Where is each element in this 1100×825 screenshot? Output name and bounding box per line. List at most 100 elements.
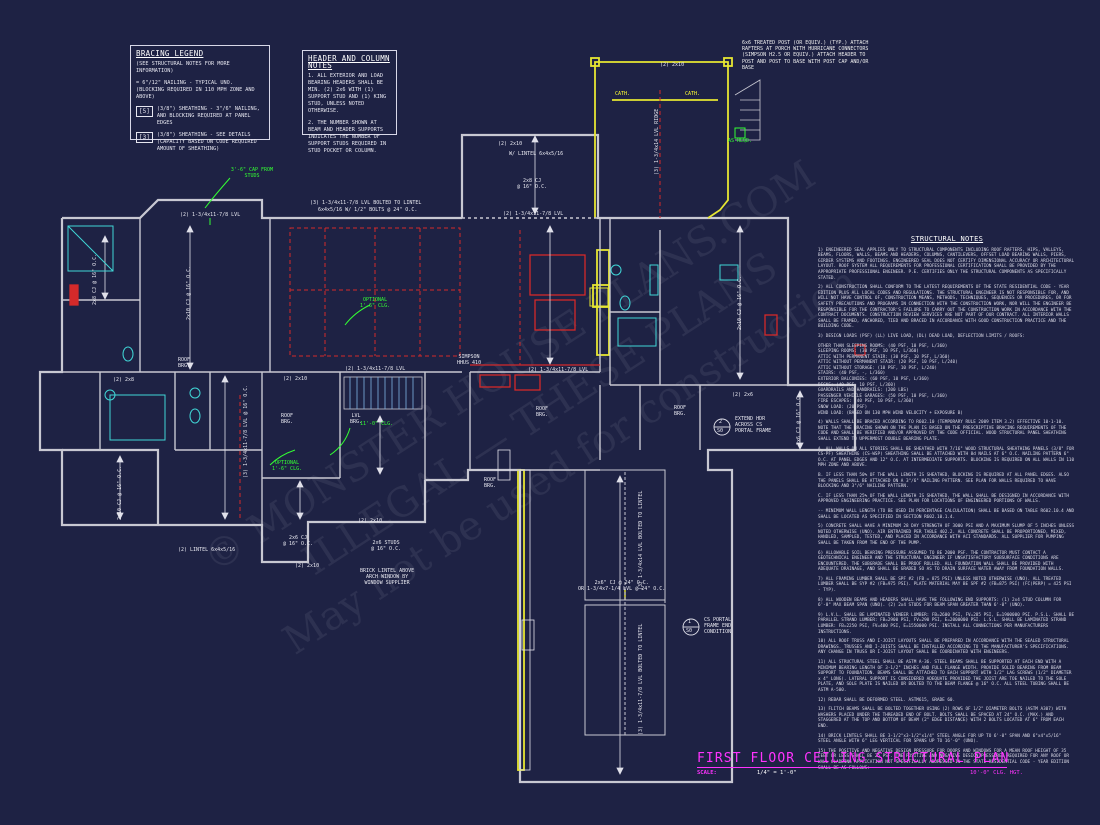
scale-note: SCALE:1/4" = 1'-0" <box>697 770 797 776</box>
structural-note: 9) L.V.L. SHALL BE LAMINATED VENEER LUMB… <box>818 612 1075 635</box>
label-lintel-1: W/ LINTEL 6x4x5/16 <box>509 151 564 157</box>
label-header: (2) 2x10 <box>660 62 685 68</box>
label-brick-note: BRICK LINTEL ABOVE ARCH WINDOW BY WINDOW… <box>360 568 415 586</box>
label-ceiling-joist-garage: 2x6" CJ @ 24" O.C. OR 1-3/4x7-1/4 LVL @ … <box>578 580 666 592</box>
structural-note: A. ALL WALLS ON ALL STORIES SHALL BE SHE… <box>818 446 1075 469</box>
label-header: (2) 2x10 <box>295 563 320 569</box>
label-ceiling-joist-bath: 2x8 CJ @ 16" O.C. <box>92 253 98 305</box>
structural-note: -- MINIMUM WALL LENGTH (TO BE USED IN PE… <box>818 508 1075 520</box>
label-header: (2) 2x10 <box>283 376 308 382</box>
stairs <box>343 376 423 410</box>
label-ceiling-11: 11'-0" CLG. <box>360 421 394 427</box>
header-column-notes: HEADER AND COLUMN NOTES 1. ALL EXTERIOR … <box>302 50 397 154</box>
label-stud-note: 2x6 STUDS @ 16" O.C. <box>371 540 402 552</box>
structural-notes: STRUCTURAL NOTES 1) ENGINEERED SEAL APPL… <box>818 235 1076 775</box>
structural-note: 10) ALL ROOF TRUSS AND I-JOIST LAYOUTS S… <box>818 639 1069 656</box>
porch-post-1 <box>590 57 600 67</box>
bracing-legend-item: [3](3/8") SHEATHING - SEE DETAILS (CAPAC… <box>136 132 264 153</box>
structural-note: 7) ALL FRAMING LUMBER SHALL BE SPF #2 (F… <box>818 576 1072 594</box>
label-roof-brg: ROOF BRG. <box>536 406 549 418</box>
label-cs-portal: CS PORTAL FRAME END CONDITION <box>704 617 732 635</box>
porch-note: 6x6 TREATED POST (OR EQUIV.) (TYP.) ATTA… <box>742 40 869 71</box>
structural-note: 12) REBAR SHALL BE DEFORMED STEEL. ASTM6… <box>818 697 956 703</box>
label-lvl-stair: (2) 1-3/4x11-7/8 LVL <box>345 366 406 372</box>
toilet-1 <box>122 346 134 362</box>
kitchen-island <box>529 254 586 296</box>
optional-leader-1 <box>344 304 371 326</box>
legend-key: [3] <box>136 132 153 143</box>
label-bolts: 6x4x5/16 W/ 1/2" BOLTS @ 24" O.C. <box>318 207 418 213</box>
label-lvl-brg: LVL BRG. <box>350 413 363 425</box>
header-notes-title: HEADER AND COLUMN NOTES <box>308 54 390 70</box>
label-lvl-garage-1: (3) 1-3/4x14 LVL BOLTED TO LINTEL <box>638 490 644 590</box>
label-ceiling-joist: 2x8 CJ @ 16" O.C. <box>517 178 548 190</box>
structural-note-loads: OTHER THAN SLEEPING ROOMS: (40 PSF, 10 P… <box>818 343 963 416</box>
title-underline <box>697 767 1007 768</box>
structural-note: 13) FLITCH BEAMS SHALL BE BOLTED TOGETHE… <box>818 707 1067 729</box>
label-ceiling-joist: 2x6 CJ @ 16" O.C. <box>283 535 314 547</box>
structural-note: 14) BRICK LINTELS SHALL BE 3-1/2"x3-1/2"… <box>818 733 1062 745</box>
sheet-title: FIRST FLOOR CEILING STRUCTURAL PLAN <box>697 751 1010 766</box>
label-cap-note: 3'-6" CAP FROM STUDS <box>230 167 274 179</box>
sink-vanity <box>719 264 739 281</box>
label-lvl-mid-vertical: (3) 1-3/4x11-7/8 LVL @ 16" O.C. <box>243 384 249 478</box>
structural-note: B. IF LESS THAN 50% OF THE WALL LENGTH I… <box>818 472 1069 490</box>
label-lvl-top: (2) 1-3/4x11-7/8 LVL <box>180 212 241 218</box>
bracing-legend-item: [5](3/8") SHEATHING - 3"/6" NAILING, AND… <box>136 106 264 127</box>
label-ceiling-joist-master: 2x10 CJ @ 16" O.C. <box>737 275 743 330</box>
section-bubble-1-number: 2 <box>719 419 723 425</box>
header-note: 1. ALL EXTERIOR AND LOAD BEARING HEADERS… <box>308 73 387 114</box>
section-bubble-1-sheet: S0 <box>717 428 724 434</box>
section-bubble-2-number: 1 <box>688 619 692 625</box>
label-simpson: SIMPSON HHUS 410 <box>457 354 482 366</box>
structural-note: C. IF LESS THAN 25% OF THE WALL LENGTH I… <box>818 493 1069 505</box>
structural-note: 5) CONCRETE SHALL HAVE A MINIMUM 28 DAY … <box>818 524 1075 546</box>
structural-note-pressures: 15) THE POSITIVE AND NEGATIVE DESIGN PRE… <box>818 748 1069 771</box>
porch-outline <box>594 61 729 219</box>
label-lvl-kitchen: (2) 1-3/4x11-7/8 LVL <box>528 367 589 373</box>
structural-note: 8) ALL WOODEN BEAMS AND HEADERS SHALL HA… <box>818 597 1062 609</box>
structural-note: 4) WALLS SHALL BE BRACED ACCORDING TO R6… <box>818 420 1067 442</box>
structural-note: 3) DESIGN LOADS (PSF) (LL) LIVE LOAD, (D… <box>818 333 1025 339</box>
label-header: (2) 2x10 <box>498 141 523 147</box>
bracing-legend-subtitle: (SEE STRUCTURAL NOTES FOR MORE INFORMATI… <box>136 61 230 74</box>
label-ceiling-joist-hall: 2x6 CJ @ 16" O.C. <box>796 393 802 445</box>
structural-note: 2) ALL CONSTRUCTION SHALL CONFORM TO THE… <box>818 285 1072 330</box>
kitchen-counter <box>596 249 610 356</box>
label-lvl-lintel: (3) 1-3/4x11-7/8 LVL BOLTED TO LINTEL <box>310 200 422 206</box>
toilet-3 <box>619 295 631 311</box>
label-roof-brg: ROOF BRG. <box>281 413 294 425</box>
label-lvl-ridge: (3) 1-3/4x14 LVL RIDGE <box>654 108 660 175</box>
scale-value: 1/4" = 1'-0" <box>756 770 797 776</box>
label-ceiling-joist-bed2: 2x10 CJ @ 16" O.C. <box>117 465 123 520</box>
shower <box>67 225 114 272</box>
cap-leader <box>204 177 231 209</box>
label-extend-hdr: EXTEND HDR ACROSS CS PORTAL FRAME <box>735 416 772 434</box>
exterior-wall-front <box>62 198 462 220</box>
toilet-2 <box>189 408 201 424</box>
porch-post-2 <box>723 57 733 67</box>
label-ceiling-joist-bed1: 2x10 CJ @ 16" O.C. <box>186 265 192 320</box>
label-lvl-garage-2: (3) 1-3/4x11-7/8 LVL BOLTED TO LINTEL <box>638 623 644 735</box>
label-optional-ceiling-2: OPTIONAL 1'-6" CLG. <box>272 460 303 472</box>
section-bubble-2-sheet: S0 <box>686 628 693 634</box>
label-lintel-2: (2) LINTEL 6x4x5/16 <box>178 547 236 553</box>
label-roof-brg: ROOF BRG. <box>484 477 497 489</box>
exterior-wall-bed2 <box>62 448 160 525</box>
tub <box>617 317 657 347</box>
green-post <box>734 127 746 139</box>
label-cath-1: CATH. <box>615 91 631 97</box>
legend-key: [5] <box>136 106 153 117</box>
label-lvl-mid: (2) 1-3/4x11-7/8 LVL <box>503 211 564 217</box>
label-optional-ceiling-1: OPTIONAL 1'-6" CLG. <box>360 297 391 309</box>
label-roof-brg: ROOF BRG. <box>178 357 191 369</box>
label-cath-2: CATH. <box>685 91 701 97</box>
ceiling-height-note: 10'-0" CLG. HGT. <box>970 770 1023 776</box>
header-note: 2. THE NUMBER SHOWN AT BEAM AND HEADER S… <box>308 120 387 154</box>
clg11-leader <box>329 427 351 456</box>
structural-note: 11) ALL STRUCTURAL STEEL SHALL BE ASTM A… <box>818 660 1072 693</box>
structural-note: 6) ALLOWABLE SOIL BEARING PRESSURE ASSUM… <box>818 550 1064 573</box>
label-as-reqd: AS REQD. <box>728 138 753 144</box>
structural-notes-title: STRUCTURAL NOTES <box>910 235 984 243</box>
